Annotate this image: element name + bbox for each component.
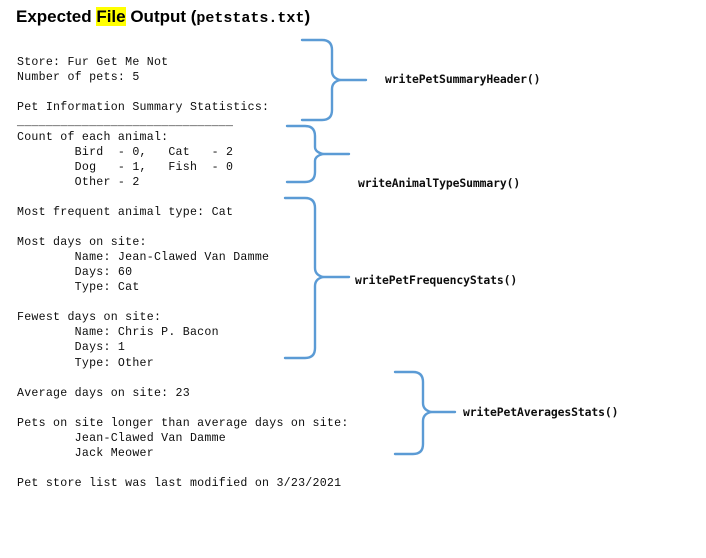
title-middle: Output ( xyxy=(125,7,197,26)
callout-label-write-pet-frequency-stats: writePetFrequencyStats() xyxy=(355,273,518,287)
title-filename: petstats.txt xyxy=(196,10,305,27)
brace-write-pet-averages-stats xyxy=(393,370,463,460)
callout-label-write-pet-summary-header: writePetSummaryHeader() xyxy=(385,72,541,86)
title-highlight-file: File xyxy=(96,7,126,26)
page-title: Expected File Output (petstats.txt) xyxy=(16,6,310,30)
title-suffix: ) xyxy=(304,7,311,26)
brace-write-pet-summary-header xyxy=(300,38,370,124)
callout-label-write-pet-averages-stats: writePetAveragesStats() xyxy=(463,405,619,419)
file-output-text: Store: Fur Get Me Not Number of pets: 5 … xyxy=(17,55,349,490)
callout-label-write-animal-type-summary: writeAnimalTypeSummary() xyxy=(358,176,521,190)
brace-write-animal-type-summary xyxy=(285,124,355,186)
title-prefix: Expected xyxy=(16,7,97,26)
brace-write-pet-frequency-stats xyxy=(283,196,353,362)
